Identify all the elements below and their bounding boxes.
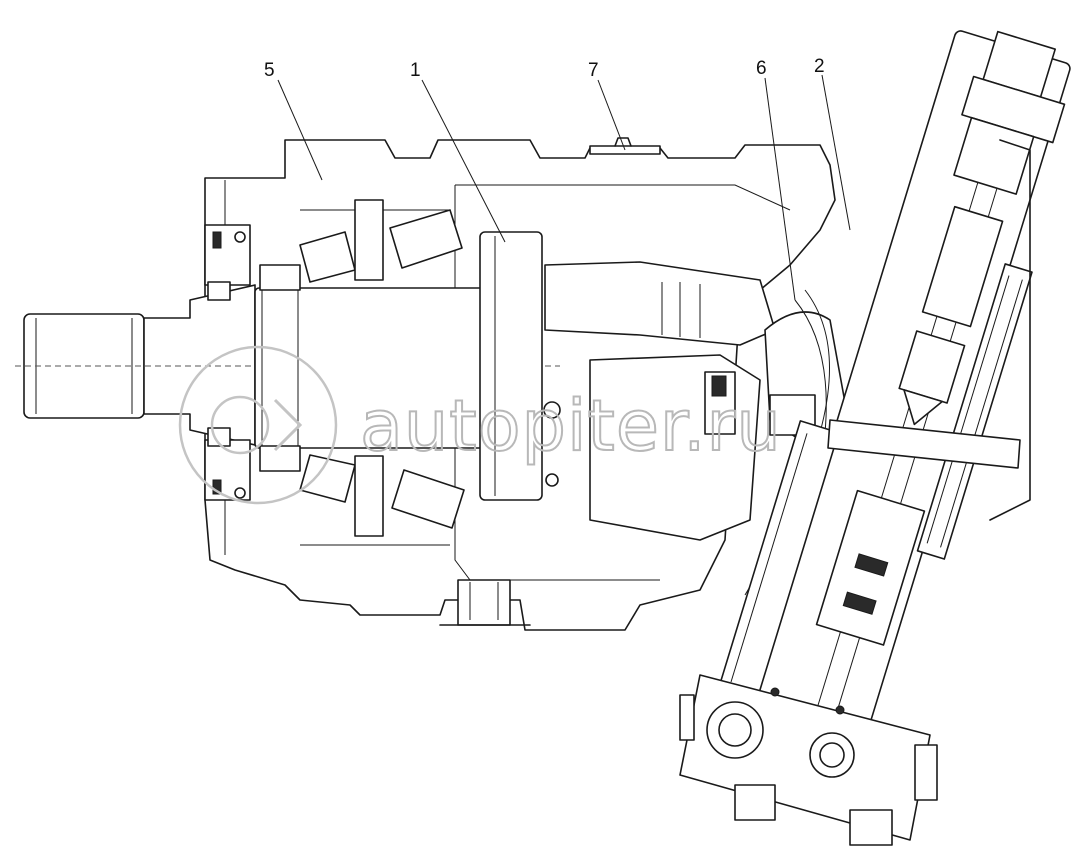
watermark-text: autopiter.ru bbox=[360, 385, 782, 467]
bottom-port bbox=[439, 579, 531, 626]
front-seal-pack bbox=[204, 224, 251, 501]
control-crossbar bbox=[827, 139, 1031, 521]
callout-7: 7 bbox=[588, 60, 599, 81]
valve-block bbox=[679, 674, 938, 846]
drain-port bbox=[589, 137, 661, 155]
leader-lines bbox=[277, 74, 851, 301]
callout-1: 1 bbox=[410, 60, 421, 81]
drive-shaft-body bbox=[254, 264, 486, 472]
watermark: autopiter.ru bbox=[178, 345, 782, 505]
callout-5: 5 bbox=[264, 60, 275, 81]
roller-bearings bbox=[299, 199, 465, 537]
drive-flange bbox=[479, 231, 561, 501]
callout-6: 6 bbox=[756, 58, 767, 79]
pistons bbox=[544, 261, 776, 541]
output-shaft bbox=[15, 284, 560, 446]
autopiter-logo-icon bbox=[178, 345, 338, 505]
callout-2: 2 bbox=[814, 56, 825, 77]
